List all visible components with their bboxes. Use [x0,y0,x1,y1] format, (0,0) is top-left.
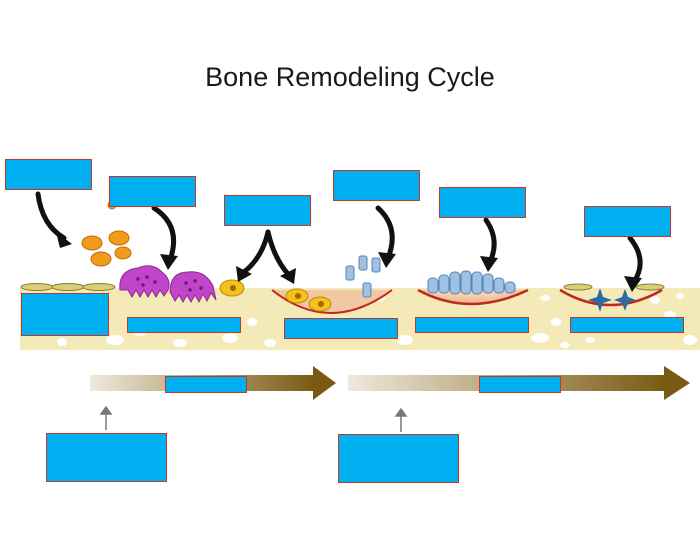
label-box-osteoblast[interactable] [439,187,526,218]
label-box-mineralization[interactable] [570,317,684,333]
label-box-quiescence[interactable] [21,293,109,336]
label-box-phase-two[interactable] [479,376,561,393]
label-box-phase-one[interactable] [165,376,247,393]
osteocytes [588,288,636,312]
curved-arrow-heads [56,232,642,292]
bone-lining-cells [20,283,665,291]
label-box-reversal[interactable] [284,318,398,339]
label-box-formation[interactable] [415,317,529,333]
label-box-preosteoblast[interactable] [333,170,420,201]
curved-arrow-icon [35,191,643,285]
diagram-title: Bone Remodeling Cycle [205,62,495,92]
label-box-osteoclast-precursor[interactable] [5,159,92,190]
label-box-resorption[interactable] [127,317,241,333]
label-box-osteocyte[interactable] [584,206,671,237]
osteoblast-precursors [345,255,381,298]
label-box-osteoclast[interactable] [109,176,196,207]
osteoclast-precursors [81,200,132,267]
label-box-coupling[interactable] [338,434,459,483]
label-box-activation[interactable] [46,433,167,482]
osteoclasts [119,265,217,304]
label-box-reversal-cells[interactable] [224,195,311,226]
mononuclear-cells [219,279,332,312]
phase-arrow-icon [90,366,690,400]
up-arrow-icon [99,405,408,432]
osteoblasts [427,270,516,295]
